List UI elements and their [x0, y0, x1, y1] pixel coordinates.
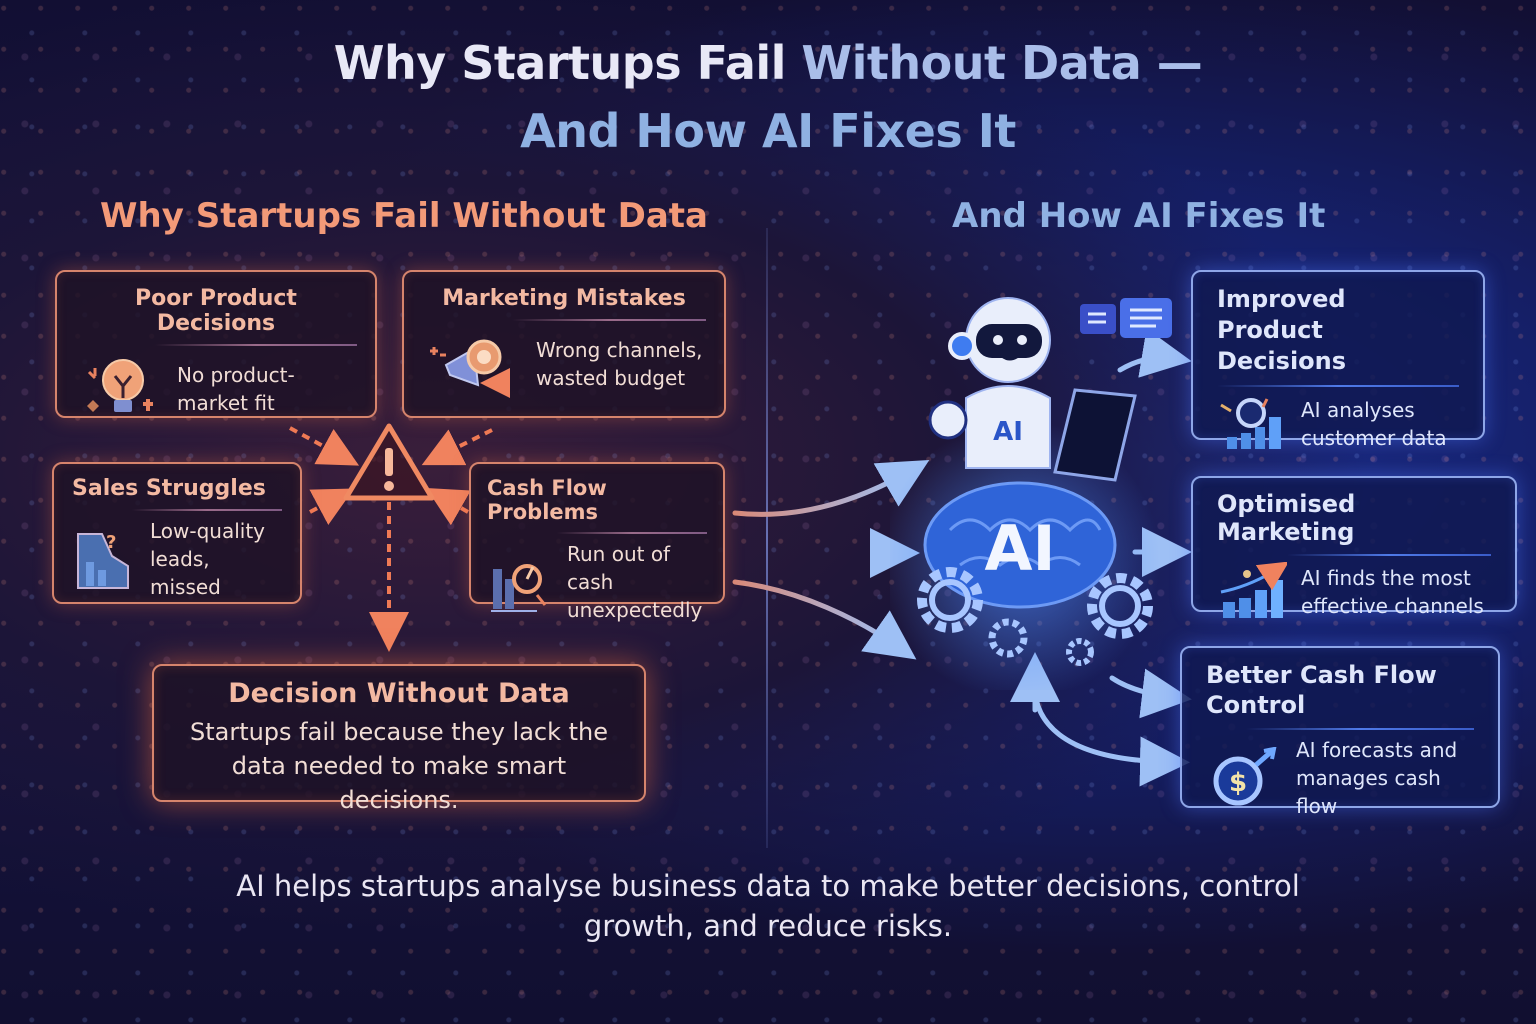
- footer-line2: growth, and reduce risks.: [583, 909, 953, 943]
- main-title-line1: Why Startups Fail Without Data —: [0, 36, 1536, 90]
- card-title: Sales Struggles: [72, 476, 266, 501]
- card-divider: [1217, 385, 1459, 387]
- warning-triangle-icon: [343, 423, 435, 501]
- dollar-coin-icon: $: [1213, 747, 1277, 806]
- card-poor-product-decisions: Poor Product Decisions No product-market…: [55, 270, 377, 418]
- footer-summary: AI helps startups analyse business data …: [0, 866, 1536, 946]
- chat-bubbles-icon: [1080, 298, 1172, 338]
- card-divider: [1287, 554, 1491, 556]
- card-description: Wrong channels,wasted budget: [536, 338, 703, 390]
- declining-chart-icon: ?: [77, 532, 129, 589]
- growth-chart-icon: [1220, 562, 1287, 618]
- lightbulb-icon: [87, 359, 153, 412]
- card-divider: [132, 509, 282, 511]
- card-title: Marketing Mistakes: [442, 286, 686, 311]
- svg-text:?: ?: [106, 532, 116, 553]
- section-divider: [766, 228, 768, 848]
- left-section-heading: Why Startups Fail Without Data: [100, 196, 708, 236]
- card-title: Poor Product Decisions: [135, 286, 297, 336]
- card-marketing-mistakes: Marketing Mistakes Wrong channels,wasted…: [402, 270, 726, 418]
- main-title-line2: And How AI Fixes It: [520, 104, 1016, 158]
- megaphone-icon: [430, 339, 510, 398]
- robot-chest-label: AI: [993, 417, 1023, 447]
- tablet-icon: [1053, 388, 1137, 482]
- title-part1: Why Startups Fail: [333, 36, 802, 90]
- footer-line1: AI helps startups analyse business data …: [236, 869, 1300, 903]
- card-title: Optimised Marketing: [1217, 490, 1356, 546]
- card-divider: [155, 344, 357, 346]
- card-title: Cash Flow Problems: [487, 476, 607, 524]
- ai-illustration: AI AI: [880, 280, 1190, 700]
- card-divider: [1246, 728, 1474, 730]
- robot-icon: [928, 297, 1051, 469]
- summary-title: Decision Without Data: [228, 678, 570, 709]
- brain-ai-label: AI: [984, 512, 1055, 585]
- card-divider: [557, 532, 707, 534]
- card-decision-without-data: Decision Without Data Startups fail beca…: [152, 664, 646, 814]
- cash-timer-icon: [491, 564, 547, 612]
- card-description: No product-market fit: [177, 363, 295, 415]
- robot-brain-illustration: AI AI: [880, 297, 1172, 700]
- title-part2: Without Data —: [801, 36, 1203, 90]
- svg-text:$: $: [1229, 768, 1247, 798]
- card-divider: [512, 319, 706, 321]
- right-section-heading: And How AI Fixes It: [952, 196, 1326, 236]
- analytics-magnifier-icon: [1220, 398, 1281, 449]
- gears-icon: [917, 567, 1153, 666]
